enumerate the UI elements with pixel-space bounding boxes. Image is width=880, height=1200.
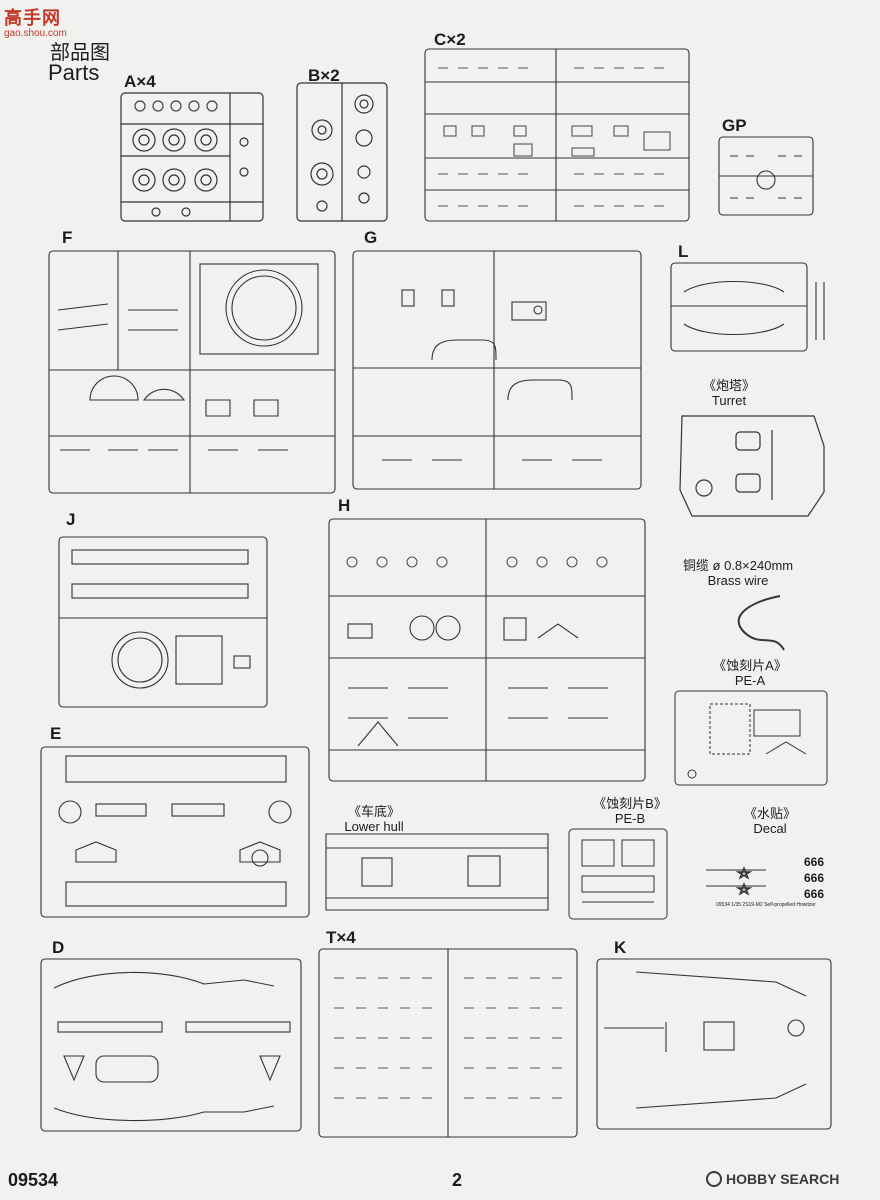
- sprue-label-k: K: [614, 938, 627, 957]
- decal-number-3: 666: [803, 887, 824, 901]
- parts-title-cn: 部品图: [50, 40, 110, 64]
- decal-numbers: 666 666 666: [784, 854, 824, 902]
- sprue-j: [58, 536, 268, 708]
- pe-a-label-cn: 《蚀刻片A》: [713, 658, 787, 673]
- sprue-label-h: H: [338, 496, 351, 515]
- pe-a-label: 《蚀刻片A》 PE-A: [700, 658, 800, 688]
- lower-hull-label: 《车底》 Lower hull: [324, 804, 424, 834]
- sprue-label-f: F: [62, 228, 73, 247]
- copyright-icon: [706, 1171, 722, 1187]
- sprue-c: [424, 48, 690, 222]
- decal-number-2: 666: [803, 871, 824, 885]
- decal-label-cn: 《水贴》: [743, 806, 796, 821]
- sprue-label-t: T×4: [326, 928, 356, 947]
- brass-wire: [720, 592, 790, 652]
- sprue-b: [296, 82, 388, 222]
- pe-b-label-en: PE-B: [614, 811, 646, 826]
- decal-label-en: Decal: [753, 821, 787, 836]
- sprue-label-b: B×2: [308, 66, 340, 85]
- sprue-label-l: L: [678, 242, 689, 261]
- brass-wire-spec: ø 0.8×240mm: [712, 558, 794, 573]
- pe-b-fret: [568, 828, 668, 920]
- sprue-label-e: E: [50, 724, 62, 743]
- sprue-label-gp: GP: [722, 116, 747, 135]
- hobby-search-text: HOBBY SEARCH: [726, 1171, 840, 1187]
- brass-wire-en: Brass wire: [707, 573, 769, 588]
- lower-hull-part: [322, 828, 550, 916]
- turret-part: [676, 410, 826, 520]
- decal-sheet: 666 666 666 09534 1/35 2S19-M2 Self-prop…: [700, 850, 840, 914]
- site-logo-url: gao.shou.com: [4, 28, 67, 39]
- lower-hull-label-en: Lower hull: [344, 819, 404, 834]
- pe-b-label: 《蚀刻片B》 PE-B: [590, 796, 670, 826]
- decal-number-1: 666: [803, 855, 824, 869]
- turret-label-cn: 《炮塔》: [702, 378, 755, 393]
- brass-wire-cn: 铜缆: [682, 558, 709, 573]
- product-code: 09534: [8, 1170, 59, 1190]
- sprue-f: [48, 250, 336, 494]
- pe-a-fret: [674, 690, 828, 786]
- turret-label-en: Turret: [711, 393, 747, 408]
- sprue-d: [40, 958, 302, 1132]
- pe-a-label-en: PE-A: [734, 673, 766, 688]
- sprue-g: [352, 250, 642, 490]
- sprue-label-a: A×4: [124, 72, 156, 91]
- sprue-k: [596, 958, 832, 1130]
- sprue-gp: [718, 136, 814, 216]
- sprue-label-g: G: [364, 228, 378, 247]
- sprue-h: [328, 518, 646, 782]
- decal-caption: 09534 1/35 2S19-M2 Self-propelled Howitz…: [716, 902, 816, 908]
- sprue-l: [670, 262, 830, 352]
- pe-b-label-cn: 《蚀刻片B》: [593, 796, 667, 811]
- sprue-label-c: C×2: [434, 30, 466, 49]
- sprue-a: [120, 92, 264, 222]
- sprue-t: [318, 948, 578, 1138]
- site-logo: 高手网 gao.shou.com: [4, 4, 67, 39]
- sprue-e: [40, 746, 310, 918]
- brass-wire-label: 铜缆 ø 0.8×240mm Brass wire: [676, 558, 800, 588]
- lower-hull-label-cn: 《车底》: [347, 804, 400, 819]
- hobby-search-watermark: HOBBY SEARCH: [706, 1171, 839, 1187]
- sprue-label-d: D: [52, 938, 65, 957]
- page-number: 2: [452, 1170, 463, 1190]
- sprue-label-j: J: [66, 510, 76, 529]
- decal-label: 《水贴》 Decal: [730, 806, 810, 836]
- parts-title-en: Parts: [48, 60, 100, 85]
- site-logo-text: 高手网: [4, 8, 61, 28]
- turret-label: 《炮塔》 Turret: [684, 378, 774, 408]
